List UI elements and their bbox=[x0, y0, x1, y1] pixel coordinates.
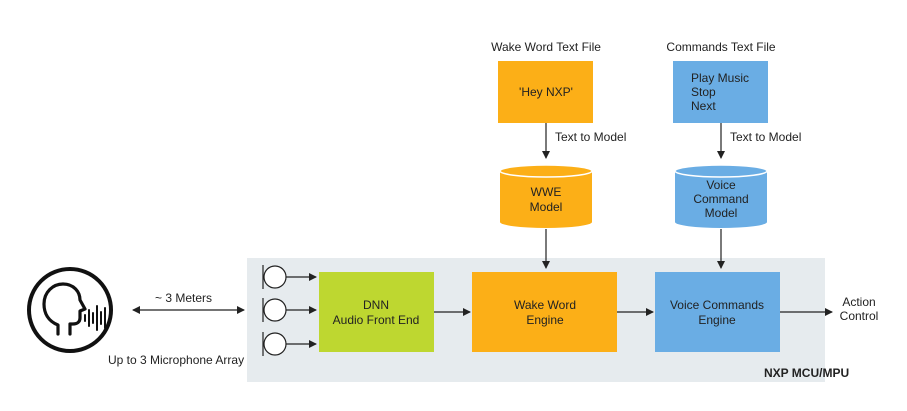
speaking-head-icon bbox=[27, 267, 113, 353]
distance-label: ~ 3 Meters bbox=[155, 291, 212, 305]
microphone-icon bbox=[262, 332, 317, 356]
commands-file-line-3: Next bbox=[691, 99, 716, 113]
voice-command-model-label-1: Voice bbox=[706, 178, 736, 192]
wake-word-engine-label-2: Engine bbox=[526, 313, 564, 327]
commands-file-title: Commands Text File bbox=[666, 40, 775, 54]
dnn-block bbox=[319, 272, 434, 352]
voice-commands-engine-block bbox=[655, 272, 780, 352]
action-control-label-1: Action bbox=[842, 295, 875, 309]
dnn-label-2: Audio Front End bbox=[333, 313, 420, 327]
wake-word-file-title: Wake Word Text File bbox=[491, 40, 601, 54]
wwe-model-cylinder bbox=[499, 164, 593, 228]
commands-file-line-1: Play Music bbox=[691, 71, 749, 85]
commands-file-line-2: Stop bbox=[691, 85, 716, 99]
platform-label: NXP MCU/MPU bbox=[764, 366, 849, 380]
text-to-model-label-1: Text to Model bbox=[555, 130, 626, 144]
commands-file-box bbox=[673, 61, 768, 123]
wwe-model-label-2: Model bbox=[530, 200, 563, 214]
wake-word-file-box bbox=[498, 61, 593, 123]
wake-word-file-content: 'Hey NXP' bbox=[519, 85, 573, 99]
wake-word-engine-label-1: Wake Word bbox=[514, 298, 576, 312]
voice-command-model-label-3: Model bbox=[705, 206, 738, 220]
wwe-model-label-1: WWE bbox=[531, 185, 562, 199]
voice-commands-engine-label-1: Voice Commands bbox=[670, 298, 764, 312]
voice-commands-engine-label-2: Engine bbox=[698, 313, 736, 327]
microphone-icon bbox=[262, 265, 317, 289]
microphone-icon bbox=[262, 298, 317, 322]
dnn-label-1: DNN bbox=[363, 298, 389, 312]
voice-command-model-cylinder bbox=[674, 164, 768, 228]
action-control-label-2: Control bbox=[840, 309, 879, 323]
text-to-model-label-2: Text to Model bbox=[730, 130, 801, 144]
mic-array-label: Up to 3 Microphone Array bbox=[108, 353, 244, 367]
wake-word-engine-block bbox=[472, 272, 617, 352]
voice-command-model-label-2: Command bbox=[693, 192, 748, 206]
